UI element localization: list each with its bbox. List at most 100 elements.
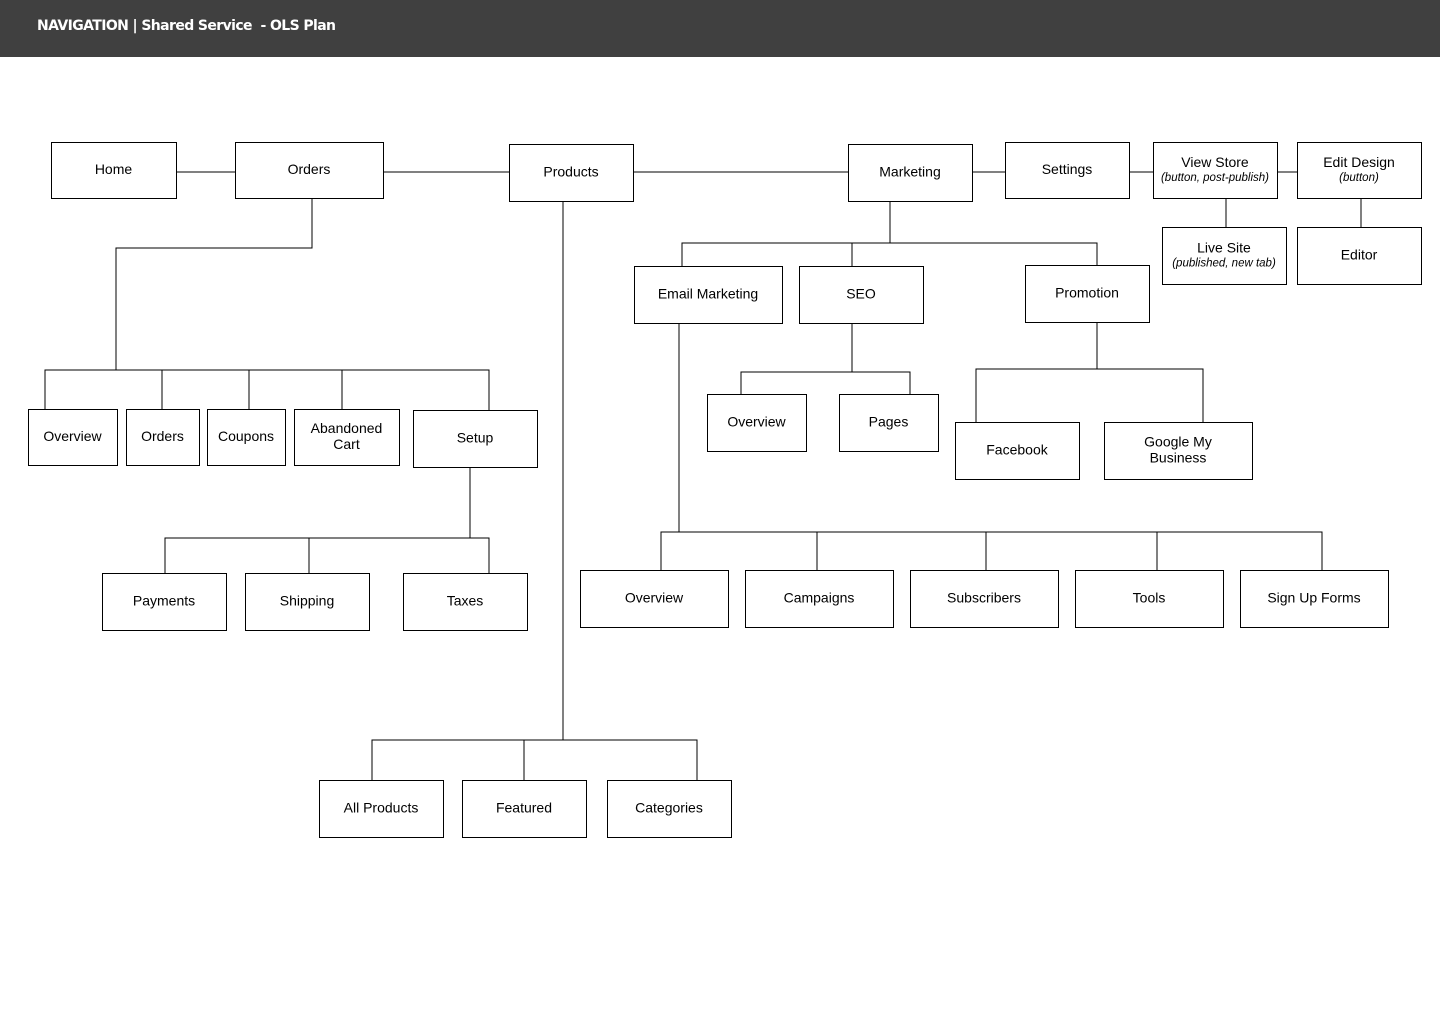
connector-products-to-featured xyxy=(523,739,563,780)
connector-setup-to-shipping xyxy=(308,537,470,573)
node-label: Orders xyxy=(141,428,184,444)
node-label: Overview xyxy=(625,590,684,606)
node-box xyxy=(910,570,1059,628)
node-home: Home xyxy=(51,142,177,199)
node-email-overview: Overview xyxy=(580,570,729,628)
connector-orders-to-setup xyxy=(342,369,490,410)
node-box xyxy=(707,394,807,452)
node-label: Business xyxy=(1150,450,1207,466)
connector-email-marketing-to-tools xyxy=(986,531,1158,570)
node-edit-design: Edit Design (button) xyxy=(1297,142,1422,199)
node-label: Products xyxy=(543,164,598,180)
connector-marketing-to-email-marketing xyxy=(681,201,891,266)
node-box xyxy=(634,266,783,324)
node-box xyxy=(245,573,370,631)
connector-orders-to-orders-orders xyxy=(116,369,163,409)
connector-seo-to-seo-pages xyxy=(852,371,911,394)
connector-products-to-categories xyxy=(563,739,698,780)
node-taxes: Taxes xyxy=(403,573,528,631)
node-products: Products xyxy=(509,144,634,202)
node-label: Overview xyxy=(727,414,786,430)
node-box xyxy=(294,409,400,466)
connector-email-marketing-to-email-overview xyxy=(660,323,680,570)
node-box xyxy=(1153,142,1278,199)
node-live-site: Live Site (published, new tab) xyxy=(1162,227,1287,285)
connector-products-to-all-products xyxy=(371,201,564,780)
node-box xyxy=(799,266,924,324)
node-label: Taxes xyxy=(447,593,484,609)
node-seo: SEO xyxy=(799,266,924,324)
node-shipping: Shipping xyxy=(245,573,370,631)
node-label: Email Marketing xyxy=(658,286,758,302)
node-label: Campaigns xyxy=(784,590,855,606)
node-label: Cart xyxy=(333,436,360,452)
node-box xyxy=(1297,142,1422,199)
node-view-store: View Store(button, post-publish) xyxy=(1153,142,1278,199)
connector-email-marketing-to-sign-up-forms xyxy=(1157,531,1323,570)
node-box xyxy=(403,573,528,631)
node-box xyxy=(1104,422,1253,480)
node-label: Coupons xyxy=(218,428,274,444)
node-box xyxy=(745,570,894,628)
node-label: Overview xyxy=(43,428,102,444)
node-seo-pages: Pages xyxy=(839,394,939,452)
node-label: Tools xyxy=(1133,590,1166,606)
node-box xyxy=(1075,570,1224,628)
node-marketing: Marketing xyxy=(848,144,973,202)
node-box xyxy=(848,144,973,202)
node-label: Live Site xyxy=(1197,240,1251,256)
connectors xyxy=(44,171,1362,780)
node-box xyxy=(462,780,587,838)
node-box xyxy=(319,780,444,838)
header-bar: NAVIGATION | Shared Service - OLS Plan xyxy=(0,0,1440,57)
node-box xyxy=(1297,227,1422,285)
node-label: Edit Design xyxy=(1323,154,1395,170)
node-note: (published, new tab) xyxy=(1172,258,1276,270)
node-setup: Setup xyxy=(413,410,538,468)
node-facebook: Facebook xyxy=(955,422,1080,480)
node-featured: Featured xyxy=(462,780,587,838)
connector-orders-to-coupons xyxy=(162,369,250,409)
node-label: Settings xyxy=(1042,161,1093,177)
node-box xyxy=(1162,227,1287,285)
node-box xyxy=(607,780,732,838)
node-promotion: Promotion xyxy=(1025,265,1150,323)
node-box xyxy=(839,394,939,452)
connector-email-marketing-to-campaigns xyxy=(679,531,818,570)
node-box xyxy=(235,142,384,199)
connector-email-marketing-to-subscribers xyxy=(817,531,987,570)
node-label: Categories xyxy=(635,800,703,816)
node-note: (button) xyxy=(1339,172,1379,184)
node-label: Pages xyxy=(869,414,909,430)
node-box xyxy=(102,573,227,631)
node-tools: Tools xyxy=(1075,570,1224,628)
node-label: All Products xyxy=(344,800,419,816)
connector-setup-to-taxes xyxy=(470,537,490,573)
node-box xyxy=(28,409,118,466)
node-label: Subscribers xyxy=(947,590,1021,606)
node-email-marketing: Email Marketing xyxy=(634,266,783,324)
connector-marketing-to-promotion xyxy=(890,242,1098,265)
node-label: Editor xyxy=(1341,247,1378,263)
node-campaigns: Campaigns xyxy=(745,570,894,628)
node-coupons: Coupons xyxy=(207,409,286,466)
connector-setup-to-payments xyxy=(164,467,471,573)
node-subscribers: Subscribers xyxy=(910,570,1059,628)
node-box xyxy=(51,142,177,199)
node-note: (button, post-publish) xyxy=(1161,172,1269,184)
node-categories: Categories xyxy=(607,780,732,838)
node-box xyxy=(413,410,538,468)
node-box xyxy=(1240,570,1389,628)
page-title: NAVIGATION | Shared Service - OLS Plan xyxy=(37,18,336,34)
node-all-products: All Products xyxy=(319,780,444,838)
node-sign-up-forms: Sign Up Forms xyxy=(1240,570,1389,628)
node-label: Sign Up Forms xyxy=(1267,590,1360,606)
node-orders: Orders xyxy=(235,142,384,199)
node-box xyxy=(580,570,729,628)
connector-promotion-to-facebook xyxy=(975,322,1098,422)
connector-seo-to-seo-overview xyxy=(740,323,853,394)
node-label: Payments xyxy=(133,593,195,609)
